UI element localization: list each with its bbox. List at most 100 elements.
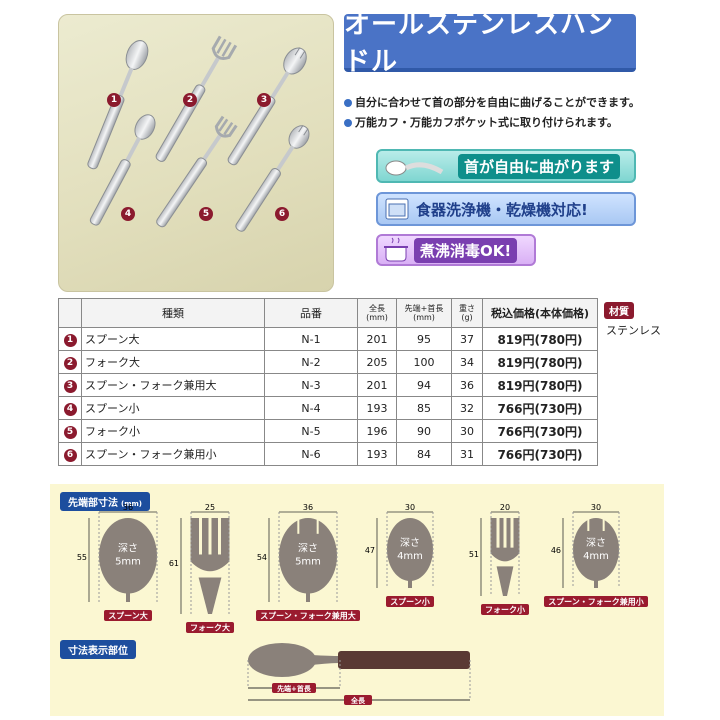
item-name-text: スプーン・フォーク兼用大: [260, 611, 356, 621]
item-name-text: スプーン大: [108, 611, 148, 621]
spoon-neck-shape: [594, 577, 598, 588]
item-name-tag: [386, 596, 434, 607]
table-header-row: 種類 品番 全長 (mm) 先端+首長 (mm) 重さ (g) 税込価格(本体価…: [58, 298, 598, 328]
feature-line-1: 自分に合わせて首の部分を自由に曲げることができます。: [344, 94, 640, 110]
cell-code: N-6: [264, 442, 358, 466]
cell-price: 819円(780円): [482, 327, 598, 351]
cell-price: 766円(730円): [482, 419, 598, 443]
cutlery-photo-illustration: [87, 35, 310, 232]
height-value: 54: [257, 553, 267, 562]
cell-idx: 3: [58, 373, 82, 397]
item-name-text: スプーン小: [390, 597, 430, 607]
spoon-bowl-shape: [279, 518, 337, 594]
width-value: 25: [205, 503, 215, 512]
table-header-code: 品番: [264, 298, 358, 328]
bullet-icon: [344, 119, 352, 127]
depth-label: 深さ: [118, 543, 138, 555]
long-spoon-handle: [338, 651, 470, 669]
fork-gap: [208, 518, 212, 555]
cell-weight: 36: [451, 373, 483, 397]
cell-code: N-3: [264, 373, 358, 397]
badge-bendable: 首が自由に曲がります: [376, 149, 636, 183]
item-name-text: フォーク小: [485, 605, 525, 615]
feature-text-2: 万能カフ・万能カフポケット式に取り付けられます。: [355, 116, 618, 129]
cell-idx: 2: [58, 350, 82, 374]
cell-idx: 6: [58, 442, 82, 466]
row-number-badge: 2: [63, 356, 77, 370]
row-number-badge: 1: [63, 333, 77, 347]
cell-kind: スプーン大: [81, 327, 265, 351]
fork-gap: [503, 518, 507, 548]
dimension-display-title: 寸法表示部位: [60, 640, 136, 659]
cell-price: 819円(780円): [482, 350, 598, 374]
tip-length-text: 先端+首長: [277, 684, 312, 693]
long-spoon-neck: [312, 655, 340, 665]
spoon-bowl-shape: [99, 518, 157, 594]
table-header-length: 全長 (mm): [357, 298, 397, 328]
badge-boil: 煮沸消毒OK!: [376, 234, 536, 266]
spork-large-icon: [227, 47, 307, 166]
item-name-tag: [256, 610, 360, 621]
spork-slit: [316, 517, 319, 534]
cell-tip: 85: [396, 396, 452, 420]
cell-price: 766円(730円): [482, 442, 598, 466]
cell-tip: 94: [396, 373, 452, 397]
spork-slit: [297, 517, 300, 534]
cell-length: 205: [357, 350, 397, 374]
cell-length: 201: [357, 373, 397, 397]
cell-weight: 31: [451, 442, 483, 466]
spoon-neck-shape: [408, 577, 412, 588]
cell-code: N-4: [264, 396, 358, 420]
photo-number-5: 5: [199, 207, 213, 221]
cell-length: 193: [357, 442, 397, 466]
cell-tip: 84: [396, 442, 452, 466]
cell-weight: 37: [451, 327, 483, 351]
dishwasher-icon: [385, 198, 409, 220]
width-value: 30: [591, 503, 601, 512]
item-name-tag: [544, 596, 648, 607]
spoon-neck-shape: [126, 589, 130, 602]
cell-code: N-5: [264, 419, 358, 443]
cell-kind: フォーク大: [81, 350, 265, 374]
spork-slit: [587, 517, 590, 531]
fork-neck-shape: [198, 577, 222, 614]
row-number-badge: 4: [63, 402, 77, 416]
cell-kind: スプーン・フォーク兼用小: [81, 442, 265, 466]
cell-price: 766円(730円): [482, 396, 598, 420]
spoon-small-icon: [89, 114, 156, 226]
badge-boil-text: 煮沸消毒OK!: [414, 237, 518, 263]
table-header-tip: 先端+首長 (mm): [396, 298, 452, 328]
width-value: 20: [500, 503, 510, 512]
cell-code: N-2: [264, 350, 358, 374]
cell-tip: 90: [396, 419, 452, 443]
fork-gap: [218, 518, 221, 555]
material-label: 材質: [604, 302, 634, 319]
fork-gap: [199, 518, 202, 555]
width-value: 30: [405, 503, 415, 512]
dimension-diagram: 3655深さ5mmスプーン大2561フォーク大3654深さ5mmスプーン・フォー…: [77, 503, 648, 705]
item-name-text: スプーン・フォーク兼用小: [548, 597, 644, 607]
fork-gap: [496, 518, 500, 548]
height-value: 61: [169, 559, 179, 568]
spork-small-icon: [235, 125, 310, 232]
cell-tip: 95: [396, 327, 452, 351]
item-name-tag: [481, 604, 529, 615]
product-photo: 1 2 3 4 5 6: [58, 14, 334, 292]
width-value: 36: [123, 503, 133, 512]
tip-length-tag: [272, 683, 316, 693]
long-spoon-bowl: [248, 643, 316, 677]
badge-dishwasher: 食器洗浄機・乾燥機対応!: [376, 192, 636, 226]
depth-value: 4mm: [397, 551, 423, 562]
fork-small-icon: [156, 115, 238, 228]
depth-label: 深さ: [586, 537, 606, 549]
cell-kind: スプーン・フォーク兼用大: [81, 373, 265, 397]
